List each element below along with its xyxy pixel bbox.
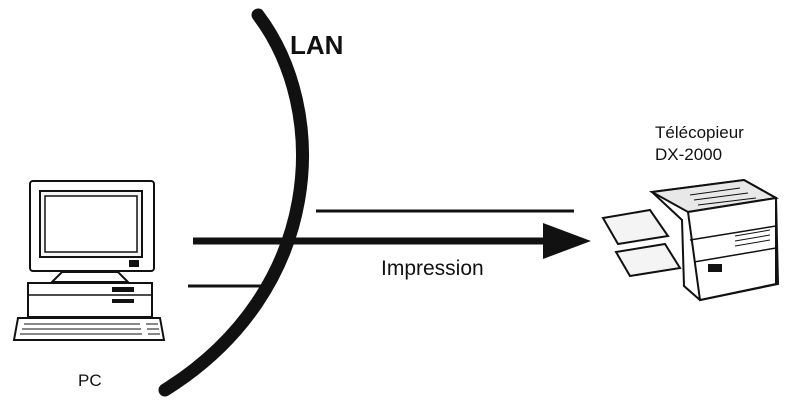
impression-label: Impression — [381, 257, 484, 280]
fax-machine-icon — [601, 178, 780, 302]
pc-label: PC — [78, 371, 102, 390]
fax-device-name: Télécopieur — [655, 123, 744, 142]
lan-label: LAN — [290, 30, 344, 60]
lan-boundary-curve — [158, 8, 309, 397]
flow-arrow-head — [543, 223, 591, 259]
computer-icon — [12, 180, 166, 341]
fax-device-model: DX-2000 — [655, 145, 723, 164]
